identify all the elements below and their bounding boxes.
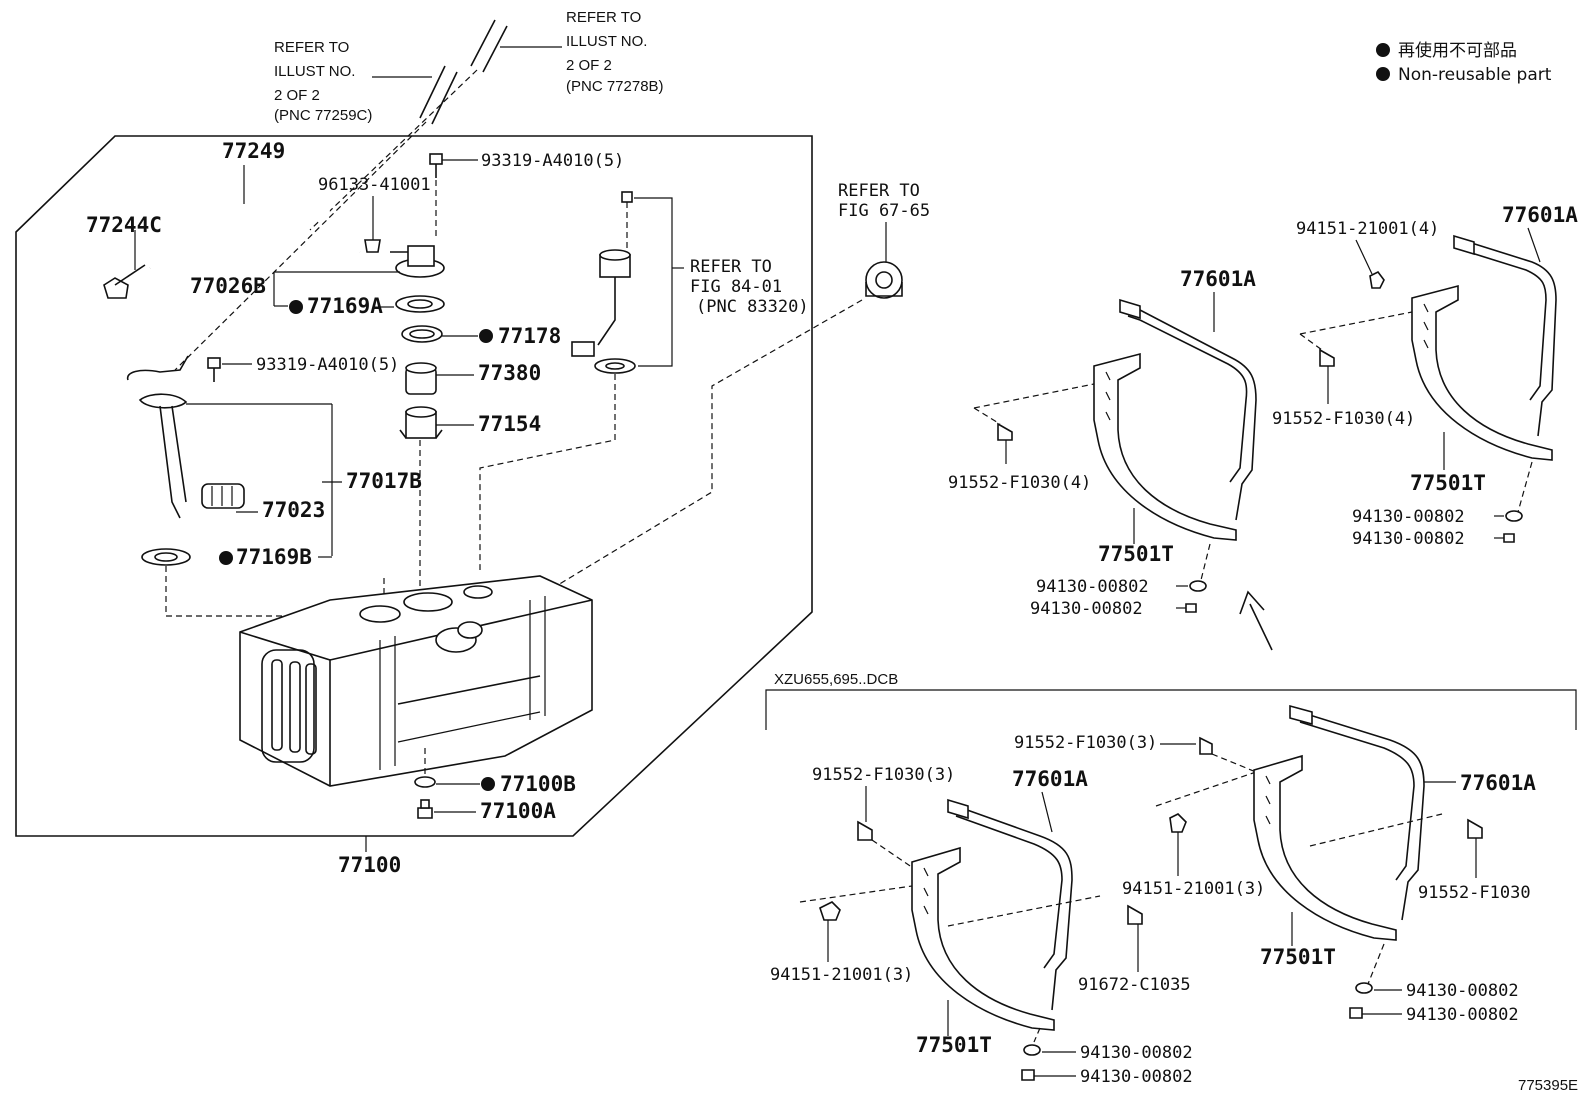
label-b1-77601A: 77601A bbox=[1180, 267, 1256, 291]
label-77154: 77154 bbox=[478, 412, 541, 436]
label-b1-94130b: 94130-00802 bbox=[1030, 599, 1143, 619]
label-v2-94130a: 94130-00802 bbox=[1406, 981, 1519, 1001]
label-77026B: 77026B bbox=[190, 274, 266, 298]
variant-label: XZU655,695..DCB bbox=[774, 671, 898, 688]
clip-96133-icon bbox=[364, 239, 381, 253]
svg-text:ILLUST NO.: ILLUST NO. bbox=[274, 63, 355, 80]
svg-text:(PNC 83320): (PNC 83320) bbox=[696, 297, 809, 317]
label-77023: 77023 bbox=[262, 498, 325, 522]
label-77100: 77100 bbox=[338, 853, 401, 877]
label-77100A: 77100A bbox=[480, 799, 556, 823]
gasket-77169B: 77169B bbox=[141, 545, 385, 617]
svg-text:REFER TO: REFER TO bbox=[566, 9, 641, 26]
figure-code: 775395E bbox=[1518, 1077, 1578, 1094]
fuel-tank-body bbox=[239, 575, 593, 787]
legend-en: Non-reusable part bbox=[1398, 65, 1552, 85]
label-v1-94151: 94151-21001(3) bbox=[770, 965, 913, 985]
suction-pipe-77017B: 77017B bbox=[126, 355, 422, 556]
label-v1-91552: 91552-F1030(3) bbox=[812, 765, 955, 785]
svg-text:2 OF 2: 2 OF 2 bbox=[566, 57, 612, 74]
label-v1-77501T: 77501T bbox=[916, 1033, 992, 1057]
svg-text:ILLUST NO.: ILLUST NO. bbox=[566, 33, 647, 50]
svg-text:FIG 84-01: FIG 84-01 bbox=[690, 277, 782, 297]
label-77017B: 77017B bbox=[346, 469, 422, 493]
label-b2-77501T: 77501T bbox=[1410, 471, 1486, 495]
tank-assembly-frame bbox=[15, 135, 813, 837]
label-b1-77501T: 77501T bbox=[1098, 542, 1174, 566]
label-v1-77601A: 77601A bbox=[1012, 767, 1088, 791]
variant-bracket-2: 91552-F1030(3) 94151-21001(3) 77601A 915… bbox=[1014, 704, 1536, 1025]
svg-text:FIG 67-65: FIG 67-65 bbox=[838, 201, 930, 221]
label-v2-77601A: 77601A bbox=[1460, 771, 1536, 795]
label-77249: 77249 bbox=[222, 139, 285, 163]
hose-77249: 77249 bbox=[147, 139, 330, 270]
label-b2-94151: 94151-21001(4) bbox=[1296, 219, 1439, 239]
label-v1-94130b: 94130-00802 bbox=[1080, 1067, 1193, 1087]
bracket-group-2: 94151-21001(4) 77601A 91552-F1030(4) 775… bbox=[1272, 203, 1578, 549]
sender-gauge-77026B: 77026B bbox=[190, 245, 445, 307]
label-96133-41001: 96133-41001 bbox=[318, 175, 431, 195]
label-77169A: 77169A bbox=[307, 294, 383, 318]
bracket-group-1: 77601A 91552-F1030(4) 77501T 94130-00802… bbox=[948, 267, 1257, 619]
direction-arrow-icon bbox=[1239, 590, 1273, 651]
label-v2-91552b: 91552-F1030 bbox=[1418, 883, 1531, 903]
legend-jp: 再使用不可部品 bbox=[1398, 40, 1517, 61]
cap-77380: 77380 bbox=[405, 361, 541, 395]
reference-note-b: REFER TO ILLUST NO. 2 OF 2 (PNC 77278B) bbox=[500, 9, 664, 95]
breather-pipe-upper bbox=[174, 19, 508, 371]
screw-93319-top: 93319-A4010(5) bbox=[429, 151, 624, 240]
screw-93319-left: 93319-A4010(5) bbox=[207, 355, 399, 382]
label-77100B: 77100B bbox=[500, 772, 576, 796]
fuel-sender-unit: REFER TO FIG 84-01 (PNC 83320) bbox=[479, 191, 809, 570]
svg-text:REFER TO: REFER TO bbox=[274, 39, 349, 56]
non-reusable-dot-icon bbox=[1376, 43, 1390, 57]
legend: 再使用不可部品 Non-reusable part bbox=[1376, 40, 1552, 85]
label-v1-94130a: 94130-00802 bbox=[1080, 1043, 1193, 1063]
label-v2-94130b: 94130-00802 bbox=[1406, 1005, 1519, 1025]
label-b2-77601A: 77601A bbox=[1502, 203, 1578, 227]
svg-text:REFER TO: REFER TO bbox=[838, 181, 920, 201]
filler-neck-77154: 77154 bbox=[399, 406, 541, 590]
svg-text:2 OF 2: 2 OF 2 bbox=[274, 87, 320, 104]
label-v2-91552a: 91552-F1030(3) bbox=[1014, 733, 1157, 753]
svg-text:(PNC 77259C): (PNC 77259C) bbox=[274, 107, 372, 124]
label-93319-a4010-left: 93319-A4010(5) bbox=[256, 355, 399, 375]
label-77380: 77380 bbox=[478, 361, 541, 385]
label-b2-91552: 91552-F1030(4) bbox=[1272, 409, 1415, 429]
label-77169B: 77169B bbox=[236, 545, 312, 569]
svg-text:REFER TO: REFER TO bbox=[690, 257, 772, 277]
label-93319-a4010-top: 93319-A4010(5) bbox=[481, 151, 624, 171]
non-reusable-dot-icon bbox=[1376, 67, 1390, 81]
clamp-77244C: 77244C bbox=[86, 213, 162, 299]
variant-section: XZU655,695..DCB bbox=[765, 671, 1577, 730]
label-v2-94151: 94151-21001(3) bbox=[1122, 879, 1265, 899]
label-77178: 77178 bbox=[498, 324, 561, 348]
label-b2-94130a: 94130-00802 bbox=[1352, 507, 1465, 527]
label-b2-94130b: 94130-00802 bbox=[1352, 529, 1465, 549]
filler-cap-ref: REFER TO FIG 67-65 bbox=[479, 181, 930, 633]
label-b1-91552: 91552-F1030(4) bbox=[948, 473, 1091, 493]
ring-77178: 77178 bbox=[401, 324, 561, 348]
label-b1-94130a: 94130-00802 bbox=[1036, 577, 1149, 597]
gasket-77169A: 77169A bbox=[289, 294, 445, 318]
drain-plug-set: 77100B 77100A bbox=[414, 748, 576, 823]
strainer-77023: 77023 bbox=[201, 483, 325, 522]
variant-bracket-1: 91552-F1030(3) 77601A 94151-21001(3) 775… bbox=[770, 765, 1193, 1087]
label-77244C: 77244C bbox=[86, 213, 162, 237]
label-v2-91672: 91672-C1035 bbox=[1078, 975, 1191, 995]
bolt-91672: 91672-C1035 bbox=[1078, 904, 1191, 995]
reference-note-a: REFER TO ILLUST NO. 2 OF 2 (PNC 77259C) bbox=[274, 39, 432, 124]
svg-text:(PNC 77278B): (PNC 77278B) bbox=[566, 78, 664, 95]
label-v2-77501T: 77501T bbox=[1260, 945, 1336, 969]
